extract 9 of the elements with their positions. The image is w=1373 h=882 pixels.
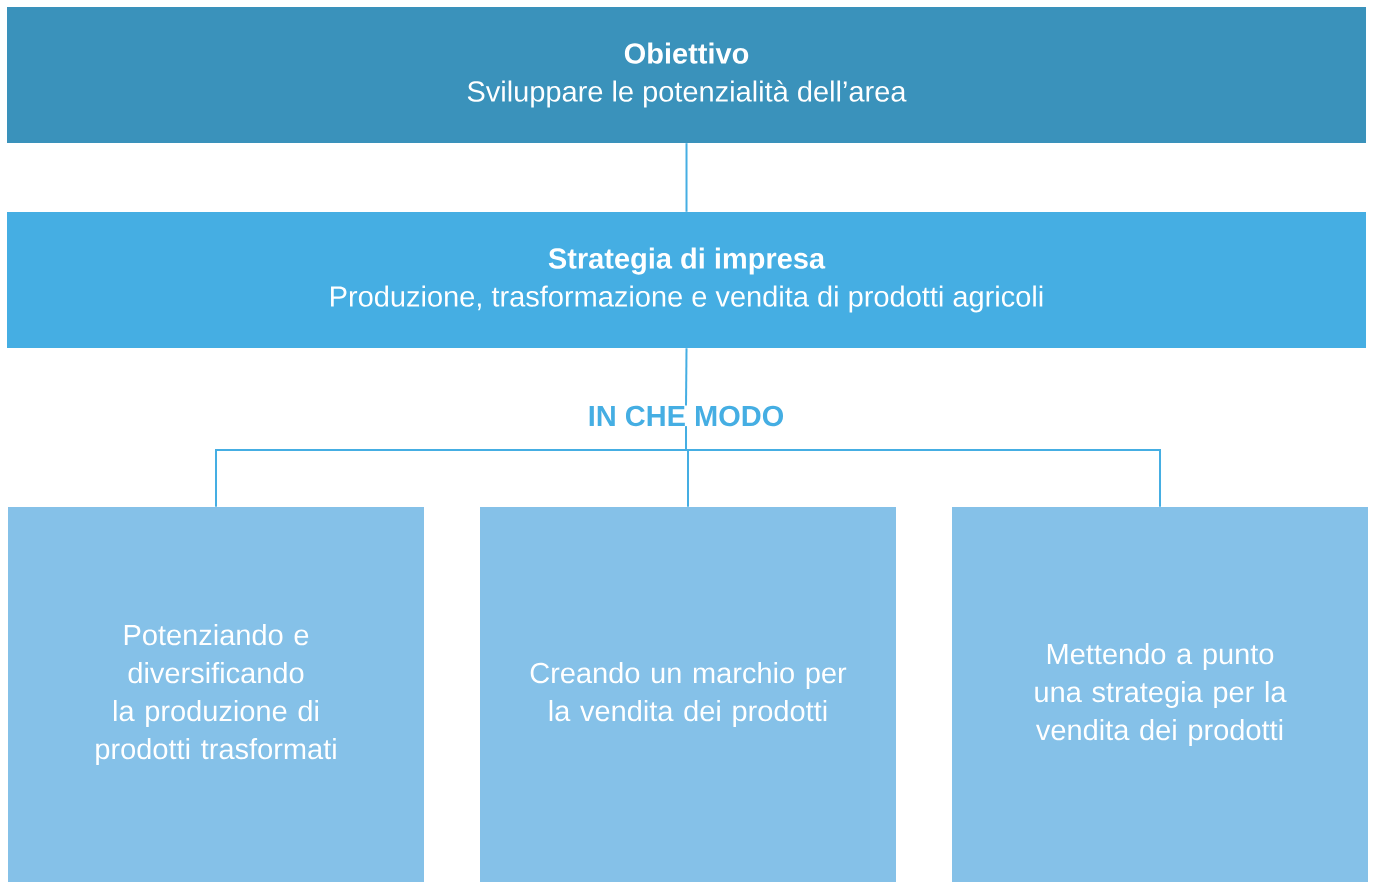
banner-box: Obiettivo Sviluppare le potenzialità dell’area	[7, 7, 1366, 143]
connector-line	[685, 142, 688, 213]
strategy-box: Mettendo a punto una strategia per la vendita dei prodotti	[952, 507, 1368, 882]
strategy-box: Creando un marchio per la vendita dei prodotti	[480, 507, 896, 882]
banner-box: Strategia di impresa Produzione, trasformazione e vendita di prodotti agricoli	[7, 212, 1366, 348]
heading-text: IN CHE MODO	[589, 405, 784, 427]
connector-line	[685, 425, 1161, 508]
strategy-box: Potenziando e diversificando la produzione di prodotti trasformati	[8, 507, 424, 882]
connector-line	[685, 347, 688, 407]
